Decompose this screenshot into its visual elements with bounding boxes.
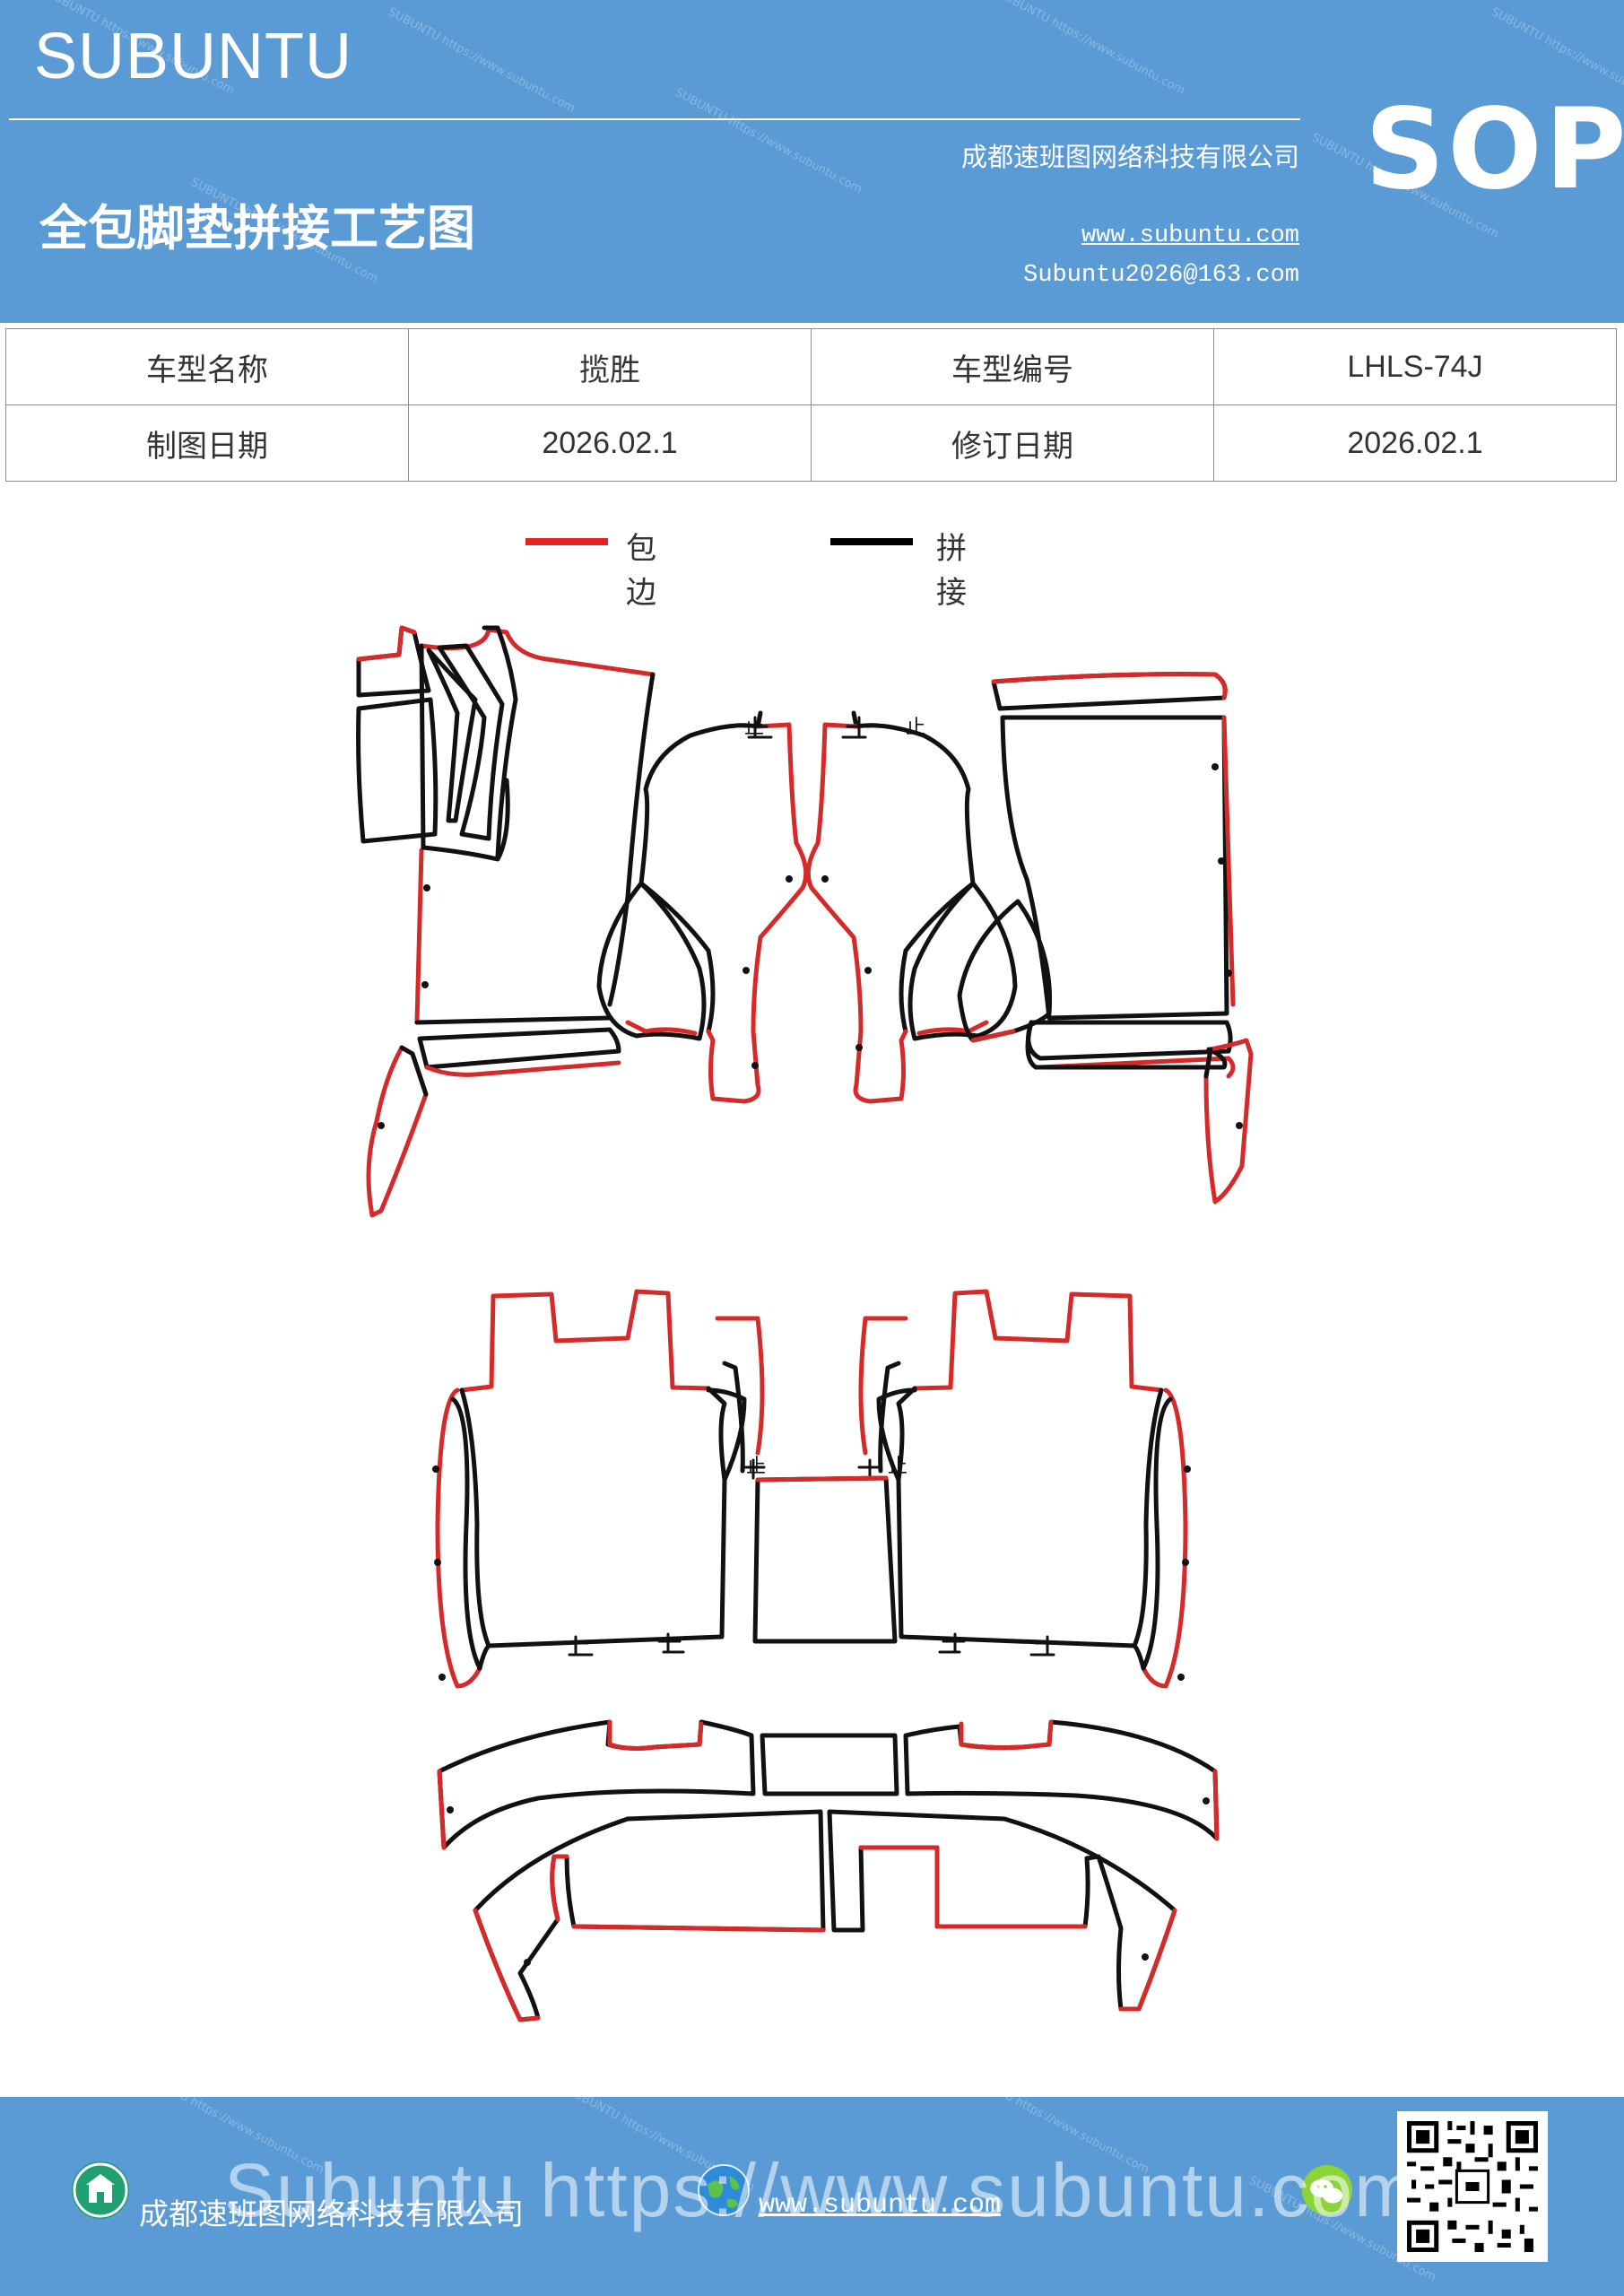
footer-banner: SUBUNTU https://www.subuntu.com SUBUNTU … bbox=[0, 2097, 1624, 2296]
rear-right-mat bbox=[857, 1289, 1191, 1689]
footer-company-name: 成都速班图网络科技有限公司 bbox=[139, 2196, 524, 2231]
stop-mark: 止 bbox=[906, 717, 925, 739]
rear-center-mat bbox=[752, 1475, 898, 1644]
stop-mark: 止 bbox=[744, 717, 764, 739]
legend-swatch-black bbox=[830, 538, 913, 545]
email-address: Subuntu2026@163.com bbox=[1023, 262, 1299, 289]
website-link[interactable]: www.subuntu.com bbox=[1081, 222, 1299, 249]
watermark: SUBUNTU https://www.subuntu.com bbox=[673, 85, 864, 197]
building-icon bbox=[72, 2161, 129, 2219]
revision-date-label: 修订日期 bbox=[811, 404, 1214, 482]
model-code-value: LHLS-74J bbox=[1213, 328, 1617, 405]
vehicle-info-table: 车型名称 揽胜 车型编号 LHLS-74J 制图日期 2026.02.1 修订日… bbox=[5, 328, 1617, 482]
qr-code-pattern bbox=[1403, 2117, 1542, 2257]
watermark: SUBUNTU https://www.subuntu.com bbox=[386, 4, 578, 117]
stop-mark: 止 bbox=[888, 1456, 908, 1478]
stop-mark: 止 bbox=[746, 1456, 766, 1478]
globe-icon bbox=[695, 2161, 752, 2219]
draw-date-value: 2026.02.1 bbox=[408, 404, 812, 482]
front-right-mat bbox=[957, 672, 1254, 1205]
legend-label: 拼接 bbox=[936, 531, 967, 611]
header-divider bbox=[9, 118, 1300, 120]
qr-code[interactable] bbox=[1397, 2111, 1548, 2262]
page-title: 全包脚垫拼接工艺图 bbox=[39, 200, 475, 257]
legend-label: 包边 bbox=[626, 531, 656, 611]
draw-date-label: 制图日期 bbox=[5, 404, 409, 482]
footer-website-link[interactable]: www.subuntu.com bbox=[759, 2190, 1002, 2221]
footer-watermark-text: Subuntu https://www.subuntu.com bbox=[224, 2148, 1420, 2232]
table-row: 车型名称 揽胜 车型编号 LHLS-74J bbox=[5, 328, 1617, 405]
revision-date-value: 2026.02.1 bbox=[1213, 404, 1617, 482]
table-row: 制图日期 2026.02.1 修订日期 2026.02.1 bbox=[5, 404, 1617, 482]
brand-logo-text: SUBUNTU bbox=[34, 21, 353, 92]
rear-left-mat bbox=[432, 1289, 766, 1689]
wechat-icon bbox=[1298, 2161, 1356, 2219]
model-code-label: 车型编号 bbox=[811, 328, 1214, 405]
model-name-label: 车型名称 bbox=[5, 328, 409, 405]
front-left-tunnel-piece bbox=[596, 710, 809, 1104]
company-name: 成都速班图网络科技有限公司 bbox=[960, 142, 1299, 172]
sop-label: SOP bbox=[1365, 85, 1624, 214]
front-right-tunnel-piece bbox=[805, 710, 1018, 1104]
legend-swatch-red bbox=[525, 538, 608, 545]
watermark: SUBUNTU https://www.subuntu.com bbox=[995, 0, 1187, 99]
rear-lower-strips bbox=[437, 1719, 1220, 2022]
front-left-mat bbox=[356, 625, 656, 1218]
header-banner: SUBUNTU https://www.subuntu.com SUBUNTU … bbox=[0, 0, 1624, 323]
model-name-value: 揽胜 bbox=[408, 328, 812, 405]
floor-mat-diagram: 止 止 止 止 bbox=[356, 625, 1254, 2022]
stop-mark-labels: 止 止 止 止 bbox=[744, 717, 925, 1478]
